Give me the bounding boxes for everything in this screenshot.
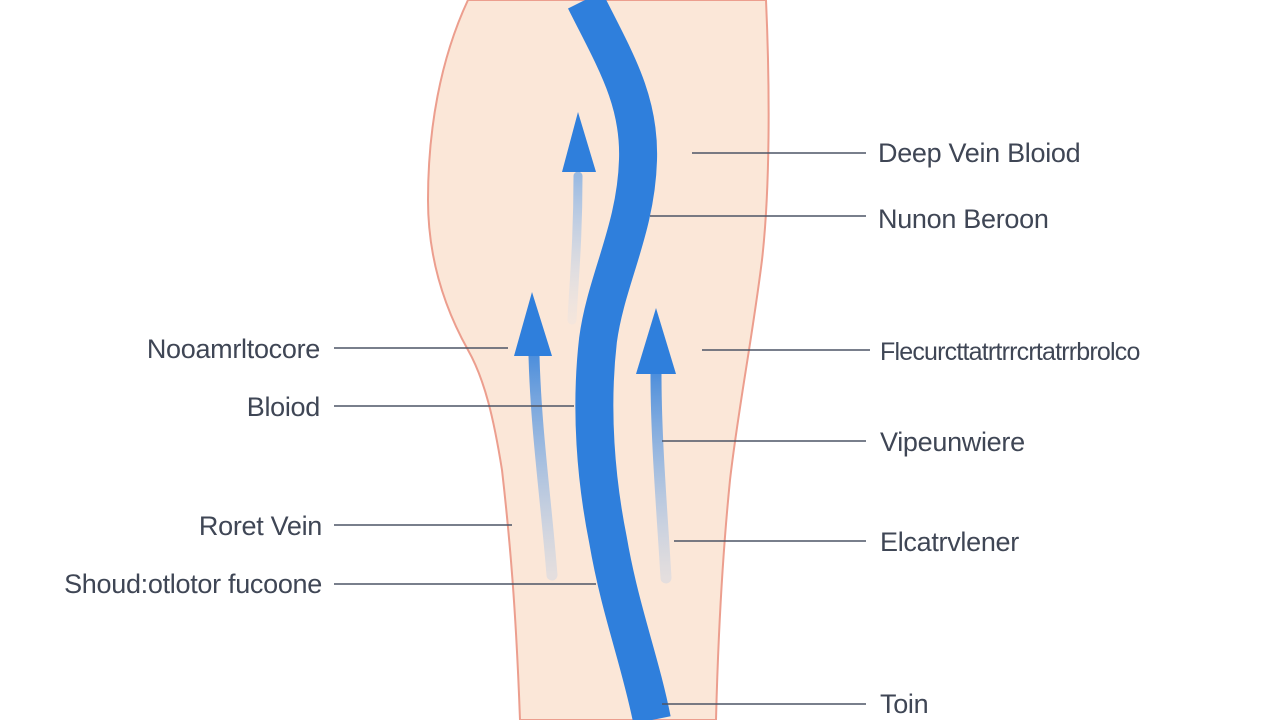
label-right-4: Vipeunwiere (880, 427, 1025, 457)
label-left-4: Shoud:otlotor fucoone (64, 569, 322, 599)
label-right-6: Toin (880, 689, 929, 719)
up-arrow-icon (562, 112, 596, 325)
label-right-2: Nunon Beroon (878, 204, 1049, 234)
label-right-5: Elcatrvlener (880, 527, 1019, 557)
label-deep-vein-blood: Deep Vein Bloiod (878, 138, 1081, 168)
label-left-1: Nooamrltocore (146, 334, 320, 364)
leader-lines-left (334, 347, 596, 585)
up-arrow-icon (636, 308, 676, 584)
leader-lines-right (650, 152, 870, 705)
up-arrow-icon (514, 292, 558, 581)
label-blood: Bloiod (246, 392, 321, 422)
deep-vein (568, 0, 671, 720)
label-right-3: Flecurcttatrtrrcrtatrrbrolco (880, 338, 1140, 366)
label-left-3: Roret Vein (198, 511, 322, 541)
